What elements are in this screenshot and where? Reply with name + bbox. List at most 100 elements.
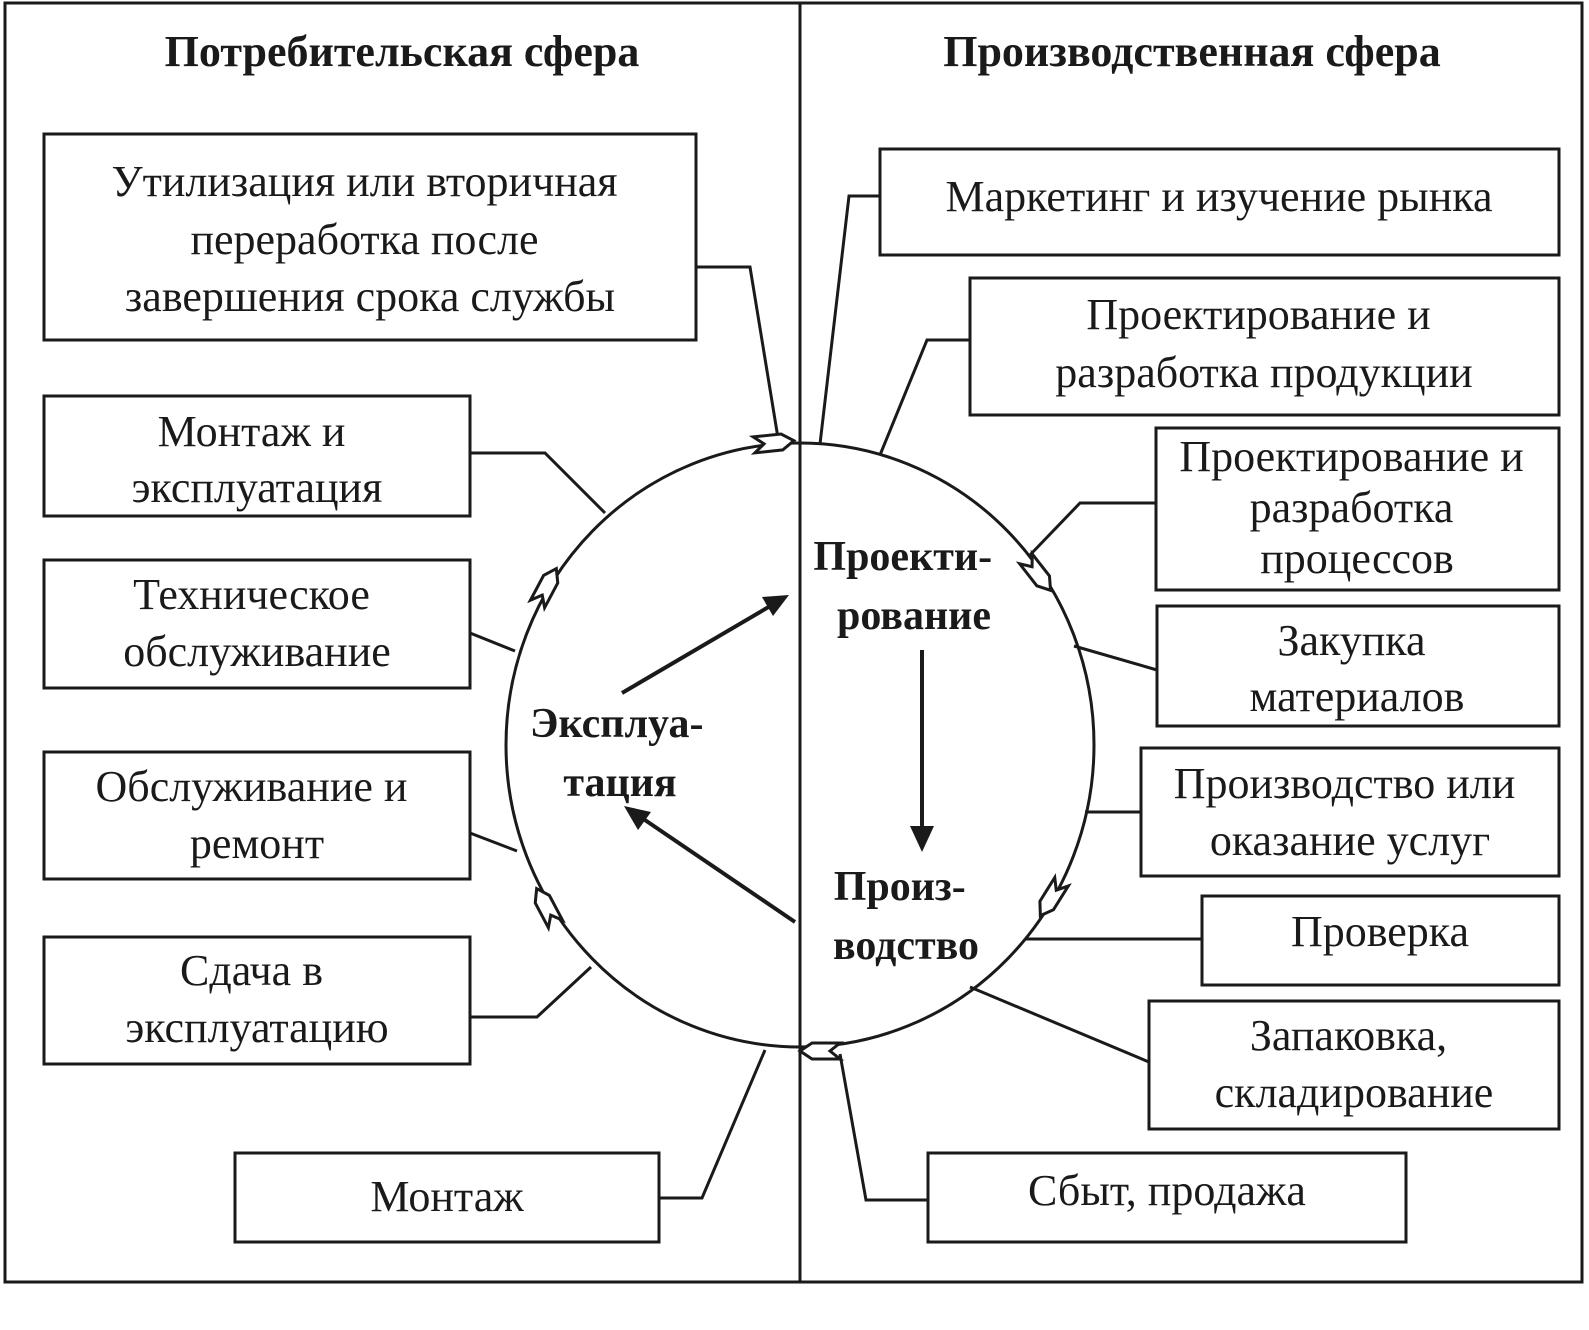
box-purchase-frame <box>1155 604 1561 728</box>
arrow-production-to-operation <box>640 816 797 924</box>
production-sphere-boxes: Маркетинг и изучение рынка Проектировани… <box>878 147 1561 1244</box>
box-sales-frame <box>926 1151 1408 1244</box>
box-manufacturing-line-1: Производство или <box>1174 759 1516 808</box>
box-tech-service-line-1: Техническое <box>133 570 370 619</box>
box-product-design-line-2: разработка продукции <box>1055 348 1472 397</box>
box-manufacturing-frame <box>1139 746 1561 878</box>
box-sales: Сбыт, продажа <box>926 1151 1408 1244</box>
box-montage-operation-frame <box>42 394 472 518</box>
chevron-left-lower-icon <box>533 886 566 933</box>
box-commissioning-text: Сдача в эксплуатацию <box>125 946 388 1052</box>
connector-lines <box>469 194 1202 1202</box>
box-inspection-text: Проверка <box>1291 907 1469 956</box>
chevron-top-icon <box>748 432 797 455</box>
connector-product-design <box>878 338 970 456</box>
box-marketing: Маркетинг и изучение рынка <box>878 147 1561 257</box>
box-tech-service-text: Техническое обслуживание <box>123 570 391 676</box>
connector-utilization <box>696 265 780 439</box>
box-tech-service-frame <box>42 558 472 690</box>
box-marketing-text: Маркетинг и изучение рынка <box>945 172 1492 221</box>
box-product-design: Проектирование и разработка продукции <box>968 276 1561 417</box>
box-sales-text: Сбыт, продажа <box>1028 1166 1306 1215</box>
connector-montage <box>659 1049 767 1200</box>
box-purchase: Закупка материалов <box>1155 604 1561 728</box>
box-commissioning-line-1: Сдача в <box>180 946 323 995</box>
box-packing-frame <box>1147 999 1561 1131</box>
box-process-design: Проектирование и разработка процессов <box>1154 426 1561 592</box>
connector-montage-operation <box>470 451 607 515</box>
arrowhead-production-to-operation <box>624 806 651 830</box>
phase-design-label: Проекти- рование <box>813 534 1002 639</box>
box-product-design-line-1: Проектирование и <box>1086 290 1430 339</box>
box-process-design-line-2: разработка <box>1250 483 1454 532</box>
box-montage-operation-line-1: Монтаж и <box>158 407 346 456</box>
connector-packing <box>969 985 1150 1064</box>
connector-process-design <box>1028 501 1156 557</box>
phase-design-line-1: Проекти- <box>813 534 992 580</box>
phase-production-label: Произ- водство <box>833 864 979 969</box>
box-tech-service: Техническое обслуживание <box>42 558 472 690</box>
box-montage-operation-text: Монтаж и эксплуатация <box>132 407 383 512</box>
chevron-right-upper-icon <box>1015 549 1053 593</box>
chevron-right-lower-icon <box>1038 873 1072 918</box>
box-manufacturing-line-2: оказание услуг <box>1210 816 1490 865</box>
box-purchase-line-1: Закупка <box>1277 616 1425 665</box>
phase-operation-label: Эксплуа- тация <box>530 701 714 806</box>
box-commissioning-frame <box>42 935 472 1066</box>
box-marketing-line-1: Маркетинг и изучение рынка <box>945 172 1492 221</box>
box-tech-service-line-2: обслуживание <box>123 627 391 676</box>
box-montage-operation: Монтаж и эксплуатация <box>42 394 472 518</box>
box-packing-line-2: складирование <box>1215 1068 1494 1117</box>
life-cycle-circle <box>504 441 1096 1049</box>
box-product-design-frame <box>968 276 1561 417</box>
chevron-left-upper-icon <box>527 566 560 613</box>
box-purchase-text: Закупка материалов <box>1250 616 1465 721</box>
box-montage-line-1: Монтаж <box>370 1172 524 1221</box>
box-service-repair: Обслуживание и ремонт <box>42 750 472 881</box>
arrowhead-design-to-production <box>910 826 934 852</box>
box-commissioning-line-2: эксплуатацию <box>125 1003 388 1052</box>
box-service-repair-line-2: ремонт <box>190 819 324 868</box>
connector-commissioning <box>470 965 593 1019</box>
box-montage: Монтаж <box>233 1151 661 1244</box>
box-commissioning: Сдача в эксплуатацию <box>42 935 472 1066</box>
box-utilization: Утилизация или вторичная переработка пос… <box>42 132 698 342</box>
box-process-design-line-3: процессов <box>1260 534 1454 583</box>
box-process-design-frame <box>1154 426 1561 592</box>
box-montage-operation-line-2: эксплуатация <box>132 463 383 512</box>
cycle-flow-chevrons <box>527 432 1072 1061</box>
box-manufacturing-text: Производство или оказание услуг <box>1174 759 1527 865</box>
box-product-design-text: Проектирование и разработка продукции <box>1055 290 1472 397</box>
consumer-sphere-boxes: Утилизация или вторичная переработка пос… <box>42 132 698 1244</box>
box-process-design-line-1: Проектирование и <box>1179 432 1523 481</box>
box-sales-line-1: Сбыт, продажа <box>1028 1166 1306 1215</box>
phase-operation-line-1: Эксплуа- <box>530 701 703 747</box>
connector-tech-service <box>469 631 516 653</box>
box-utilization-line-1: Утилизация или вторичная <box>111 157 617 206</box>
connector-service-repair <box>469 831 518 853</box>
box-marketing-frame <box>878 147 1561 257</box>
box-montage-frame <box>233 1151 661 1244</box>
box-manufacturing: Производство или оказание услуг <box>1139 746 1561 878</box>
connector-marketing <box>818 194 880 445</box>
box-packing-text: Запаковка, складирование <box>1215 1011 1494 1117</box>
box-inspection-line-1: Проверка <box>1291 907 1469 956</box>
arrowhead-operation-to-design <box>762 595 789 616</box>
outer-frame <box>3 1 1584 1284</box>
box-purchase-line-2: материалов <box>1250 672 1465 721</box>
box-inspection-frame <box>1200 894 1561 987</box>
box-service-repair-line-1: Обслуживание и <box>96 762 408 811</box>
connector-purchase <box>1073 644 1158 672</box>
phase-operation-line-2: тация <box>563 760 676 806</box>
box-service-repair-text: Обслуживание и ремонт <box>96 762 419 868</box>
phase-design-line-2: рование <box>837 593 991 639</box>
box-service-repair-frame <box>42 750 472 881</box>
connector-sales <box>838 1053 928 1202</box>
box-packing: Запаковка, складирование <box>1147 999 1561 1131</box>
phase-arrows <box>620 595 934 924</box>
box-packing-line-1: Запаковка, <box>1250 1011 1447 1060</box>
box-inspection: Проверка <box>1200 894 1561 987</box>
arrow-operation-to-design <box>620 603 774 695</box>
phase-production-line-2: водство <box>833 923 979 969</box>
